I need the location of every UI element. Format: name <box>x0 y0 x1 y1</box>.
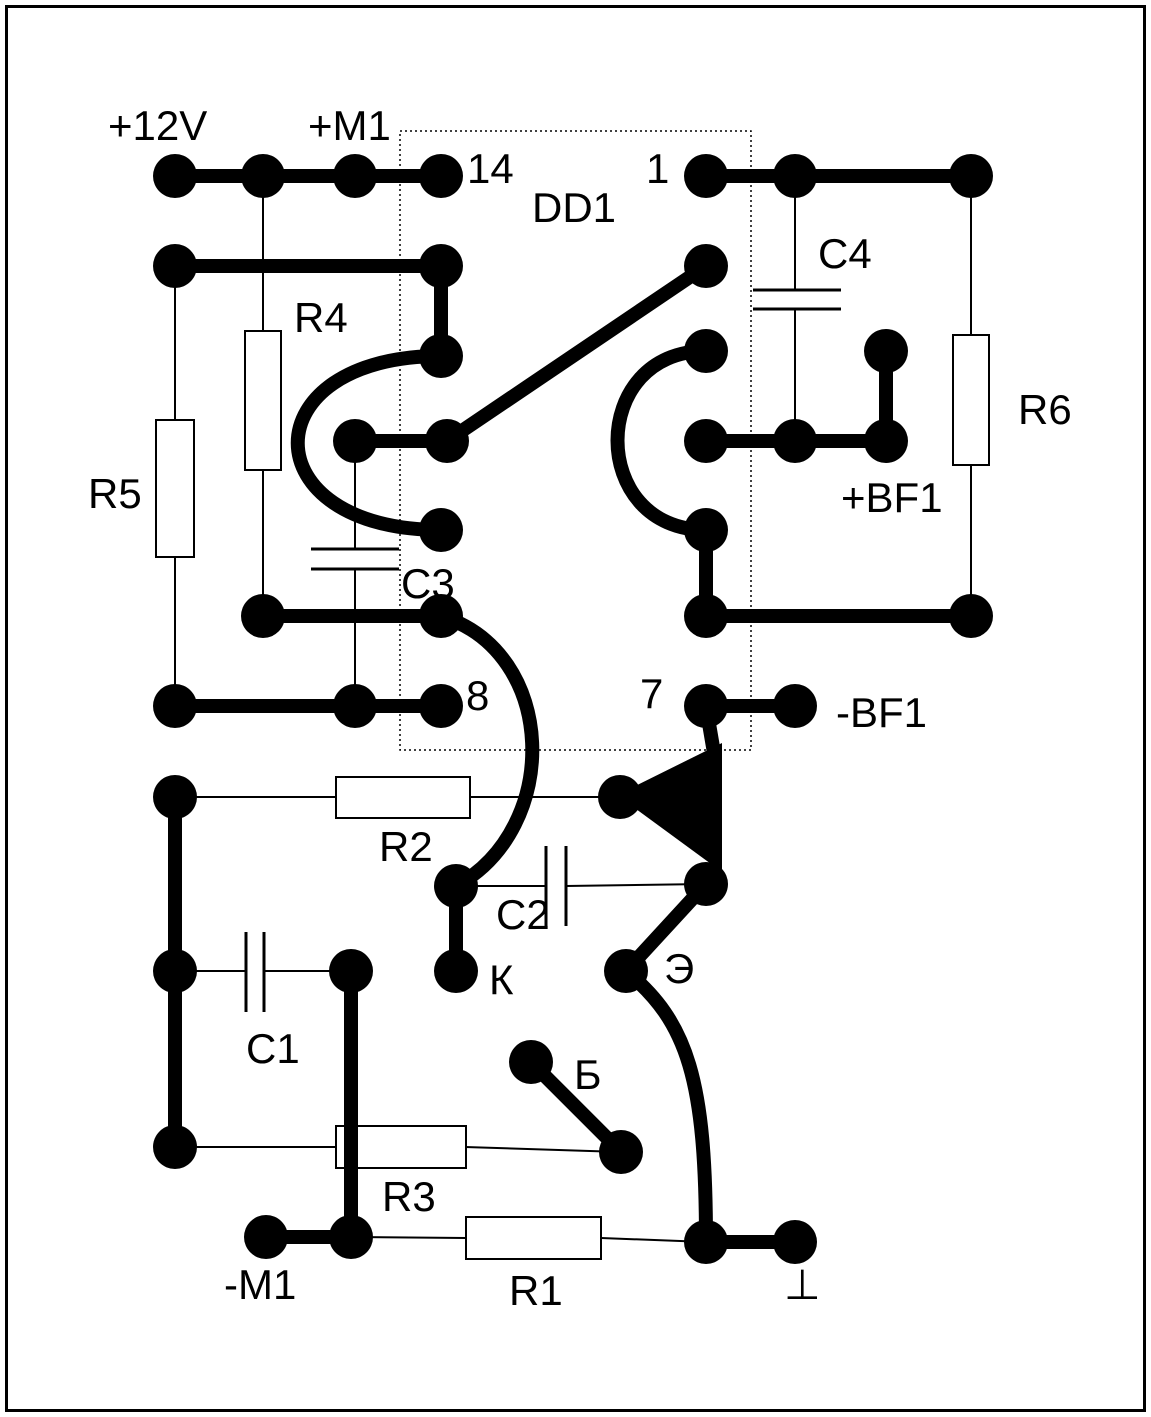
solder-pad-29 <box>153 775 197 819</box>
thin-trace-17 <box>464 1146 622 1153</box>
solder-pad-36 <box>604 949 648 993</box>
solder-pad-28 <box>773 684 817 728</box>
solder-pad-21 <box>419 594 463 638</box>
resistor-body-r5 <box>155 419 195 558</box>
page-border <box>5 5 1146 1412</box>
solder-pad-13 <box>333 419 377 463</box>
label-res-r3: R3 <box>382 1173 436 1220</box>
label-res-r4: R4 <box>294 294 348 341</box>
thick-trace-6 <box>290 349 448 537</box>
solder-pad-16 <box>773 419 817 463</box>
solder-pad-37 <box>509 1040 553 1084</box>
label-cap-c2: C2 <box>496 891 550 938</box>
solder-pad-5 <box>773 154 817 198</box>
solder-pad-17 <box>864 419 908 463</box>
label-emitter-e: Э <box>664 945 694 992</box>
label-supply-plus-12v: +12V <box>108 102 207 149</box>
solder-pad-31 <box>434 864 478 908</box>
solder-pad-6 <box>949 154 993 198</box>
label-speaker-plus-bf1: +BF1 <box>841 474 943 521</box>
solder-pad-43 <box>773 1220 817 1264</box>
solder-pad-7 <box>153 244 197 288</box>
solder-pad-25 <box>333 684 377 728</box>
solder-pad-20 <box>241 594 285 638</box>
label-pin-14: 14 <box>467 145 514 192</box>
solder-pad-18 <box>419 508 463 552</box>
solder-pad-30 <box>598 775 642 819</box>
solder-pad-24 <box>153 684 197 728</box>
label-collector-k: К <box>489 956 514 1003</box>
solder-pad-32 <box>684 862 728 906</box>
label-motor-minus-m1: -M1 <box>224 1261 296 1308</box>
label-pin-7: 7 <box>640 670 663 717</box>
solder-pad-15 <box>684 419 728 463</box>
label-speaker-minus-bf1: -BF1 <box>836 689 927 736</box>
solder-pad-35 <box>434 949 478 993</box>
solder-pad-38 <box>153 1125 197 1169</box>
solder-pad-40 <box>244 1215 288 1259</box>
solder-pad-10 <box>419 334 463 378</box>
resistor-body-r2 <box>335 776 471 819</box>
solder-pad-22 <box>684 594 728 638</box>
thick-trace-7 <box>610 344 713 537</box>
solder-pad-42 <box>684 1220 728 1264</box>
label-res-r1: R1 <box>509 1267 563 1314</box>
solder-pad-41 <box>329 1215 373 1259</box>
thick-trace-5 <box>440 259 713 448</box>
solder-pad-8 <box>419 244 463 288</box>
thick-trace-20 <box>619 964 713 1249</box>
label-res-r5: R5 <box>88 470 142 517</box>
label-base-b: Б <box>574 1051 602 1098</box>
solder-pad-9 <box>684 244 728 288</box>
label-ic-dd1: DD1 <box>532 184 616 231</box>
solder-pad-33 <box>153 949 197 993</box>
resistor-body-r6 <box>952 334 990 466</box>
solder-pad-3 <box>419 154 463 198</box>
label-cap-c1: C1 <box>246 1025 300 1072</box>
label-res-r6: R6 <box>1018 386 1072 433</box>
solder-pad-12 <box>864 329 908 373</box>
thick-trace-13 <box>434 609 540 893</box>
solder-pad-1 <box>241 154 285 198</box>
label-pin-8: 8 <box>466 672 489 719</box>
solder-pad-11 <box>684 329 728 373</box>
solder-pad-27 <box>684 684 728 728</box>
label-motor-plus-m1: +M1 <box>308 102 391 149</box>
solder-pad-34 <box>329 949 373 993</box>
resistor-body-r4 <box>244 330 282 471</box>
label-cap-c3: C3 <box>401 560 455 607</box>
label-pin-1: 1 <box>646 145 669 192</box>
solder-pad-26 <box>419 684 463 728</box>
solder-pad-14 <box>425 419 469 463</box>
solder-pad-4 <box>684 154 728 198</box>
label-ground: ⊥ <box>784 1261 821 1308</box>
transistor-body <box>617 743 722 872</box>
solder-pad-0 <box>153 154 197 198</box>
label-cap-c4: C4 <box>818 230 872 277</box>
solder-pad-23 <box>949 594 993 638</box>
solder-pad-2 <box>333 154 377 198</box>
solder-pad-39 <box>599 1130 643 1174</box>
solder-pad-19 <box>684 508 728 552</box>
resistor-body-r1 <box>465 1216 602 1260</box>
thin-trace-13 <box>565 883 707 887</box>
label-res-r2: R2 <box>379 823 433 870</box>
